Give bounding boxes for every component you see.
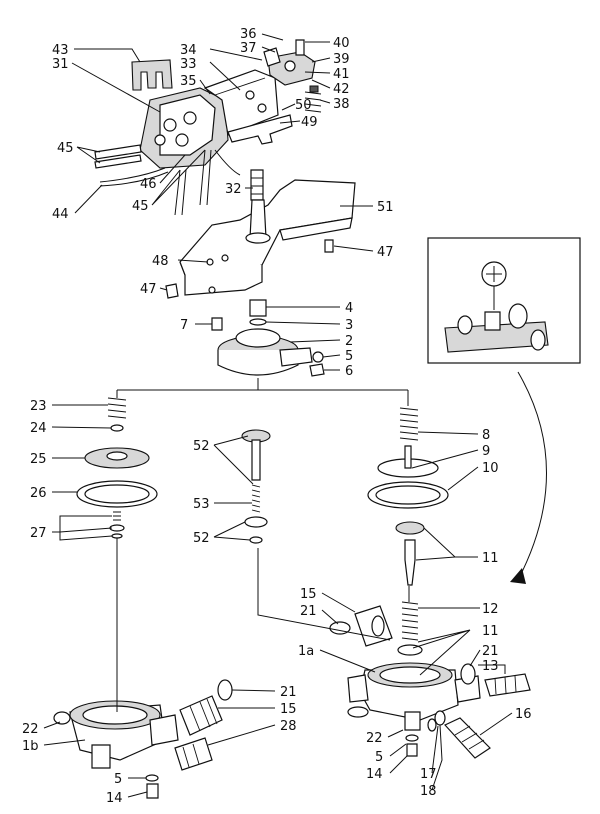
callout-10: 10 [482,461,499,476]
callout-26: 26 [30,486,47,501]
callout-22-left: 22 [22,722,39,737]
callout-21-left: 21 [280,685,297,700]
callout-25: 25 [30,452,47,467]
callout-45-upper: 45 [57,141,74,156]
callout-6: 6 [345,364,353,379]
callout-1b: 1b [22,739,39,754]
callout-8: 8 [482,428,490,443]
callout-9: 9 [482,444,490,459]
callout-51: 51 [377,200,394,215]
callout-52-lower: 52 [193,531,210,546]
callout-24: 24 [30,421,47,436]
center-piston [241,429,271,544]
callout-17: 17 [420,767,437,782]
callout-43: 43 [52,43,69,58]
callout-39: 39 [333,52,350,67]
callout-21-upper: 21 [300,604,317,619]
callout-52-upper: 52 [193,439,210,454]
callout-33: 33 [180,57,197,72]
callout-7: 7 [180,318,188,333]
callout-53: 53 [193,497,210,512]
cover-assembly [211,299,325,377]
direction-arrow [517,371,547,581]
callout-11-lower: 11 [482,624,499,639]
left-diaphragm-stack [76,397,158,539]
callout-45-lower: 45 [132,199,149,214]
callout-5-left: 5 [114,772,122,787]
callout-50: 50 [295,98,312,113]
leader-lines [43,33,513,798]
callout-27: 27 [30,526,47,541]
callout-5-right: 5 [375,750,383,765]
callout-labels: 43 31 34 36 37 40 33 39 35 41 42 50 38 4… [22,27,532,806]
callout-13: 13 [482,659,499,674]
callout-22-right: 22 [366,731,383,746]
callout-40: 40 [333,36,350,51]
direction-arrow-head [510,568,526,584]
callout-2: 2 [345,334,353,349]
linkage-assembly [94,39,322,216]
callout-16: 16 [515,707,532,722]
sleeve-15 [329,605,393,647]
callout-3: 3 [345,318,353,333]
callout-18: 18 [420,784,437,799]
body-1b [53,679,233,799]
detail-inset [427,237,581,364]
callout-44: 44 [52,207,69,222]
callout-42: 42 [333,82,350,97]
callout-37: 37 [240,41,257,56]
callout-4: 4 [345,301,353,316]
callout-34: 34 [180,43,197,58]
callout-36: 36 [240,27,257,42]
callout-5-top: 5 [345,349,353,364]
right-diaphragm-stack [367,407,449,586]
body-1a [347,601,531,759]
callout-21-right: 21 [482,644,499,659]
callout-14-left: 14 [106,791,123,806]
callout-15-right: 15 [300,587,317,602]
callout-28: 28 [280,719,297,734]
callout-11-upper: 11 [482,551,499,566]
callout-1a: 1a [298,644,314,659]
callout-47-left: 47 [140,282,157,297]
callout-47-right: 47 [377,245,394,260]
callout-15-left: 15 [280,702,297,717]
callout-35: 35 [180,74,197,89]
callout-48: 48 [152,254,169,269]
callout-23: 23 [30,399,47,414]
callout-38: 38 [333,97,350,112]
mounting-bracket [165,179,356,299]
callout-41: 41 [333,67,350,82]
callout-46: 46 [140,177,157,192]
callout-14-right: 14 [366,767,383,782]
callout-32: 32 [225,182,242,197]
callout-31: 31 [52,57,69,72]
callout-49: 49 [301,115,318,130]
callout-12: 12 [482,602,499,617]
part-32-fitting [250,169,264,201]
